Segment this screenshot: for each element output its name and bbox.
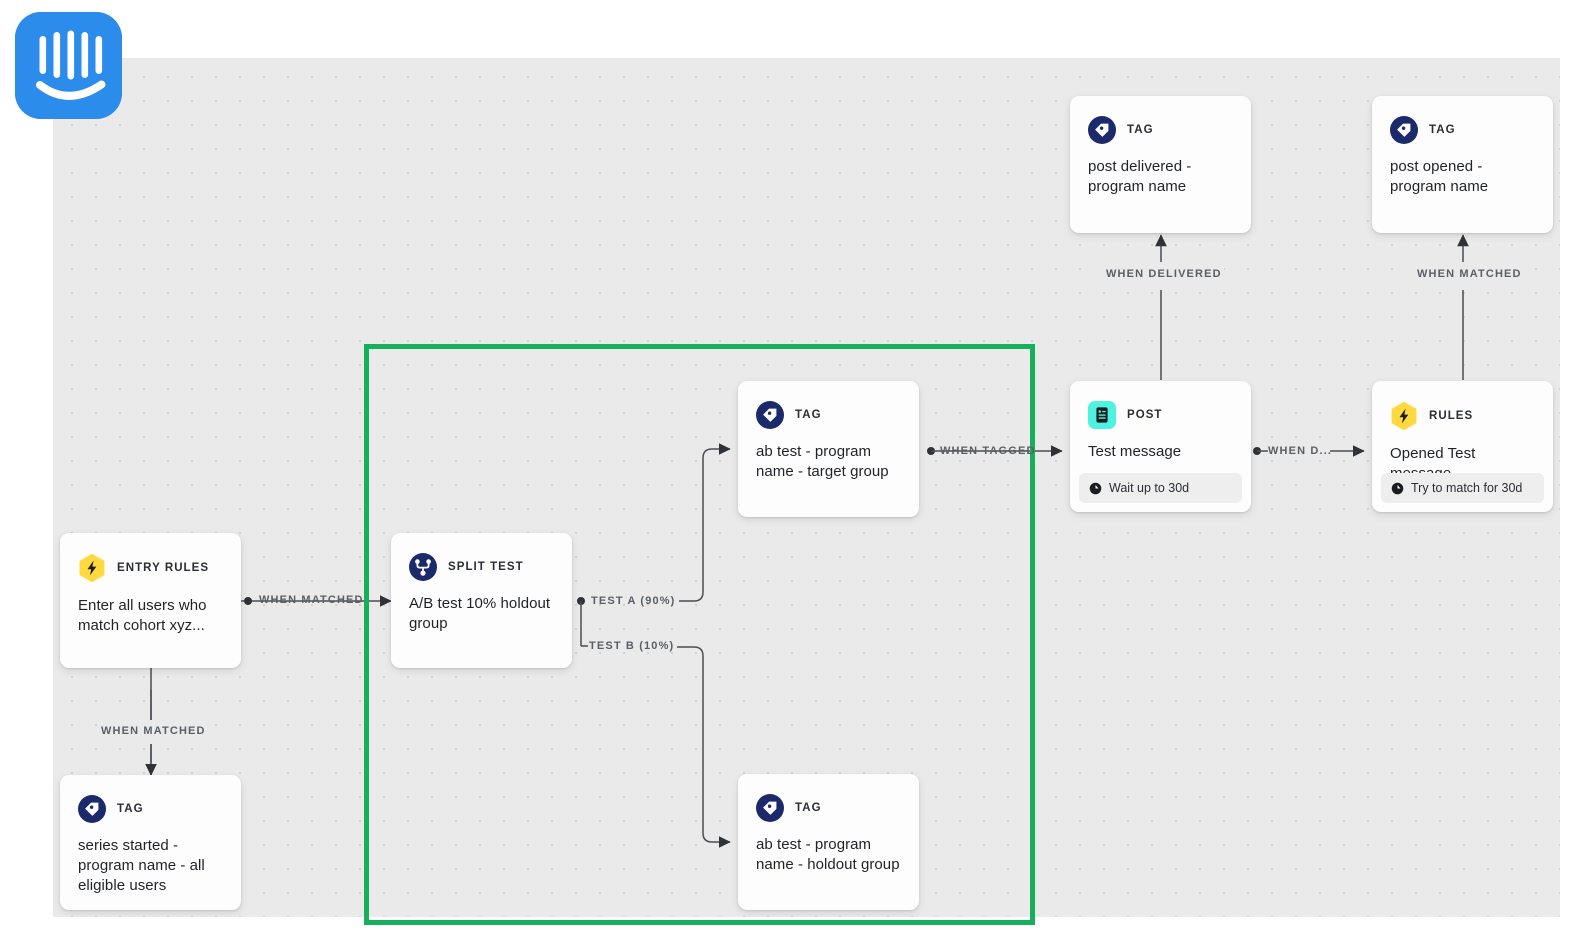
node-title: post delivered - program name — [1088, 158, 1192, 195]
split-branch-icon — [409, 553, 437, 581]
edge-label-when-tagged: WHEN TAGGED — [940, 445, 1036, 457]
node-title: Enter all users who match cohort xyz... — [78, 597, 207, 634]
node-footer-label: Wait up to 30d — [1109, 481, 1190, 495]
node-kind-label: RULES — [1429, 410, 1474, 422]
node-kind-label: TAG — [117, 803, 144, 815]
edge-label-when-delivered-short: WHEN D... — [1268, 445, 1333, 457]
tag-icon — [756, 401, 784, 429]
node-split-test[interactable]: SPLIT TEST A/B test 10% holdout group — [391, 533, 572, 668]
node-post-test-message[interactable]: POST Test message Wait up to 30d — [1070, 381, 1251, 512]
node-rules-opened[interactable]: RULES Opened Test message Try to match f… — [1372, 381, 1553, 512]
node-header: TAG — [1372, 96, 1553, 144]
tag-icon — [78, 795, 106, 823]
node-post-delivered-tag[interactable]: TAG post delivered - program name — [1070, 96, 1251, 233]
node-kind-label: SPLIT TEST — [448, 561, 524, 573]
node-title: ab test - program name - target group — [756, 443, 889, 480]
node-footer-wait: Wait up to 30d — [1079, 473, 1242, 503]
node-kind-label: TAG — [1127, 124, 1154, 136]
edge-label-test-a: TEST A (90%) — [591, 595, 676, 607]
node-header: TAG — [1070, 96, 1251, 144]
edge-label-test-b: TEST B (10%) — [589, 640, 675, 652]
node-title: A/B test 10% holdout group — [409, 595, 551, 632]
node-kind-label: TAG — [795, 802, 822, 814]
node-footer-label: Try to match for 30d — [1411, 481, 1523, 495]
edge-label-when-matched-entry-split: WHEN MATCHED — [259, 594, 364, 606]
intercom-logo-icon — [15, 12, 122, 119]
lightning-bolt-icon — [1391, 401, 1417, 431]
node-kind-label: ENTRY RULES — [117, 562, 210, 574]
edge-label-when-matched-rules: WHEN MATCHED — [1417, 268, 1522, 280]
intercom-logo[interactable] — [15, 12, 122, 119]
node-header: TAG — [60, 775, 241, 823]
node-ab-test-holdout-tag[interactable]: TAG ab test - program name - holdout gro… — [738, 774, 919, 910]
node-entry-rules[interactable]: ENTRY RULES Enter all users who match co… — [60, 533, 241, 668]
node-footer-match: Try to match for 30d — [1381, 473, 1544, 503]
node-kind-label: TAG — [795, 409, 822, 421]
node-title: post opened - program name — [1390, 158, 1489, 195]
node-header: ENTRY RULES — [60, 533, 241, 583]
node-header: TAG — [738, 381, 919, 429]
clock-icon — [1391, 482, 1404, 494]
clock-icon — [1089, 482, 1102, 494]
node-header: POST — [1070, 381, 1251, 429]
tag-icon — [1390, 116, 1418, 144]
edge-label-when-matched-entry-tag: WHEN MATCHED — [101, 725, 206, 737]
node-series-started-tag[interactable]: TAG series started - program name - all … — [60, 775, 241, 910]
edge-label-when-delivered: WHEN DELIVERED — [1106, 268, 1222, 280]
node-kind-label: POST — [1127, 409, 1163, 421]
node-kind-label: TAG — [1429, 124, 1456, 136]
node-header: SPLIT TEST — [391, 533, 572, 581]
split-test-highlight-box — [364, 344, 1035, 925]
tag-icon — [756, 794, 784, 822]
lightning-bolt-icon — [79, 553, 105, 583]
tag-icon — [1088, 116, 1116, 144]
node-title: Test message — [1088, 443, 1182, 460]
node-title: series started - program name - all elig… — [78, 837, 205, 894]
node-post-opened-tag[interactable]: TAG post opened - program name — [1372, 96, 1553, 233]
post-document-icon — [1088, 401, 1116, 429]
node-ab-test-target-tag[interactable]: TAG ab test - program name - target grou… — [738, 381, 919, 517]
node-header: TAG — [738, 774, 919, 822]
node-header: RULES — [1372, 381, 1553, 431]
node-title: ab test - program name - holdout group — [756, 836, 900, 873]
